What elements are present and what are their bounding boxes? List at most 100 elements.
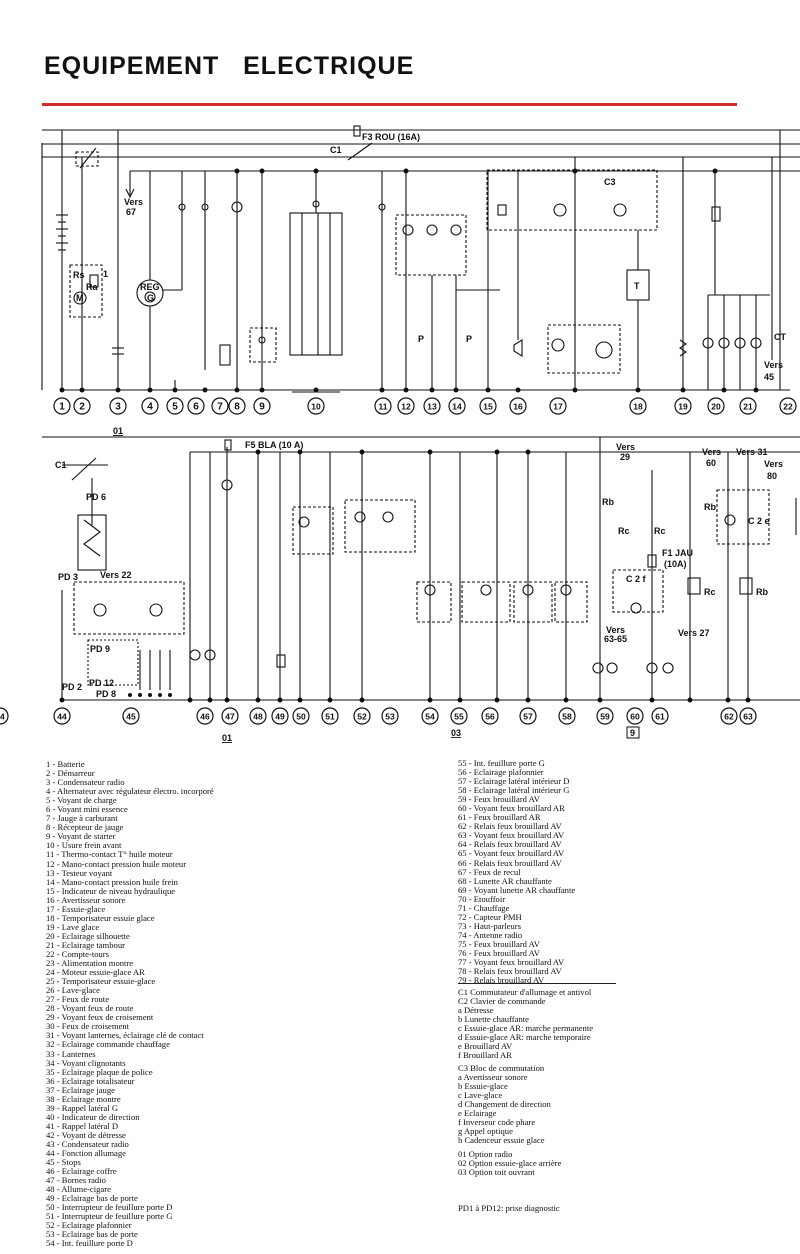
terminal-marker-ring	[479, 397, 497, 415]
option-tag-3: 01	[113, 426, 123, 436]
pd3-label: PD 3	[58, 572, 78, 582]
fuse-f5-label: F5 BLA (10 A)	[245, 440, 303, 450]
legend-item: g Appel optique	[458, 1126, 513, 1137]
terminal-marker-ring	[321, 707, 339, 725]
legend-item: 15 - Indicateur de niveau hydraulique	[46, 885, 176, 896]
legend-item: 69 - Voyant lunette AR chauffante	[458, 884, 576, 895]
legend-item: 75 - Feux brouillard AV	[458, 938, 540, 949]
reg-label: REG	[140, 282, 160, 292]
legend-item: 16 - Avertisseur sonore	[46, 894, 126, 905]
vers67-num: 67	[126, 207, 136, 217]
p-label-2: P	[466, 334, 472, 344]
legend-item: e Brouillard AV	[458, 1041, 513, 1052]
terminal-marker-ring	[249, 707, 267, 725]
terminal-marker: 64	[0, 712, 5, 722]
g-label: G	[147, 293, 154, 303]
vers29-num: 29	[620, 452, 630, 462]
terminal-marker-ring	[221, 707, 239, 725]
legend-item: 62 - Relais feux brouillard AV	[458, 821, 562, 832]
c2f-label: C 2 f	[626, 574, 647, 584]
terminal-marker: 14	[452, 402, 462, 412]
legend-item: 73 - Haut-parleurs	[458, 920, 521, 931]
terminal-marker: 13	[427, 402, 437, 412]
legend-item: 56 - Eclairage plafonnier	[458, 767, 544, 778]
legend-item: 48 - Allume-cigare	[46, 1184, 111, 1195]
terminal-marker: 20	[711, 402, 721, 412]
legend-item: 5 - Voyant de charge	[46, 795, 117, 806]
terminal-marker-ring	[707, 397, 725, 415]
terminal-marker: 17	[553, 402, 563, 412]
legend-item: 10 - Usure frein avant	[46, 840, 122, 851]
terminal-marker-ring	[196, 707, 214, 725]
terminal-marker-ring	[374, 397, 392, 415]
terminal-marker-ring	[292, 707, 310, 725]
terminal-marker-ring	[211, 397, 229, 415]
legend-item: 18 - Temporisateur essuie glace	[46, 912, 155, 923]
vers67-label: Vers	[124, 197, 143, 207]
legend-item: 66 - Relais feux brouillard AV	[458, 857, 562, 868]
vers60-label: Vers	[702, 447, 721, 457]
page-title: EQUIPEMENT ELECTRIQUE	[44, 52, 415, 80]
legend-item: 34 - Voyant clignotants	[46, 1057, 126, 1068]
legend-item: c Lave-glace	[458, 1090, 503, 1101]
terminal-marker-ring	[558, 707, 576, 725]
legend-item: 43 - Condensateur radio	[46, 1138, 129, 1149]
terminal-marker-ring	[353, 707, 371, 725]
terminal-marker: 57	[523, 712, 533, 722]
terminal-marker-ring	[519, 707, 537, 725]
legend-item: d Changement de direction	[458, 1099, 551, 1110]
legend-item: 31 - Voyant lanternes, éclairage clé de …	[46, 1030, 204, 1041]
terminal-marker-ring	[739, 397, 757, 415]
legend-item: C1 Commutateur d'allumage et antivol	[458, 987, 592, 997]
legend-item: 61 - Feux brouillard AR	[458, 812, 541, 823]
vers80-label: Vers	[764, 459, 783, 469]
terminal-marker-ring	[421, 707, 439, 725]
terminal-marker: 47	[225, 712, 235, 722]
legend-item: 32 - Eclairage commande chauffage	[46, 1039, 170, 1050]
terminal-marker-ring	[720, 707, 738, 725]
terminal-marker: 5	[172, 402, 178, 413]
legend-item: 39 - Rappel latéral G	[46, 1102, 119, 1113]
rs-label: Rs	[73, 270, 85, 280]
terminal-marker: 3	[115, 402, 121, 413]
rc-label-3: Rc	[704, 587, 716, 597]
legend-item: 64 - Relais feux brouillard AV	[458, 839, 562, 850]
vers6365-num: 63-65	[604, 634, 627, 644]
terminal-marker: 2	[79, 402, 85, 413]
legend-item: 7 - Jauge à carburant	[46, 813, 118, 824]
legend-item: 72 - Capteur PMH	[458, 911, 522, 922]
wiring-diagram: F3 ROU (16A) C1 C3 Vers 67 REG G M Ra Rs…	[0, 125, 800, 743]
fuse-f3-label: F3 ROU (16A)	[362, 132, 420, 142]
legend-item: 46 - Eclairage coffre	[46, 1166, 117, 1177]
terminal-marker-ring	[423, 397, 441, 415]
terminal-marker-ring	[549, 397, 567, 415]
terminal-marker: 50	[296, 712, 306, 722]
legend-item: 29 - Voyant feux de croisement	[46, 1012, 154, 1023]
terminal-marker-ring	[271, 707, 289, 725]
terminal-marker: 54	[425, 712, 435, 722]
legend-item: 44 - Fonction allumage	[46, 1148, 126, 1159]
legend-item: 54 - Int. feuillure porte D	[46, 1238, 133, 1249]
terminal-marker-ring	[141, 397, 159, 415]
legend-item: 68 - Lunette AR chauffante	[458, 875, 552, 886]
legend-item: 71 - Chauffage	[458, 902, 510, 913]
terminal-marker: 18	[633, 402, 643, 412]
legend-item: 41 - Rappel latéral D	[46, 1120, 119, 1131]
legend-item: 37 - Eclairage jauge	[46, 1084, 115, 1095]
legend-separator	[458, 983, 616, 984]
legend-item: 19 - Lave glace	[46, 921, 100, 932]
legend-item: 3 - Condensateur radio	[46, 777, 125, 788]
ra-label: Ra	[86, 282, 98, 292]
legend-item: c Essuie-glace AR: marche permanente	[458, 1023, 594, 1034]
legend-item: h Cadenceur essuie glace	[458, 1135, 545, 1146]
terminal-marker: 7	[217, 402, 223, 413]
fuse-f1-label: F1 JAU	[662, 548, 693, 558]
legend-item: 13 - Testeur voyant	[46, 867, 113, 878]
c1-label-top: C1	[330, 145, 342, 155]
